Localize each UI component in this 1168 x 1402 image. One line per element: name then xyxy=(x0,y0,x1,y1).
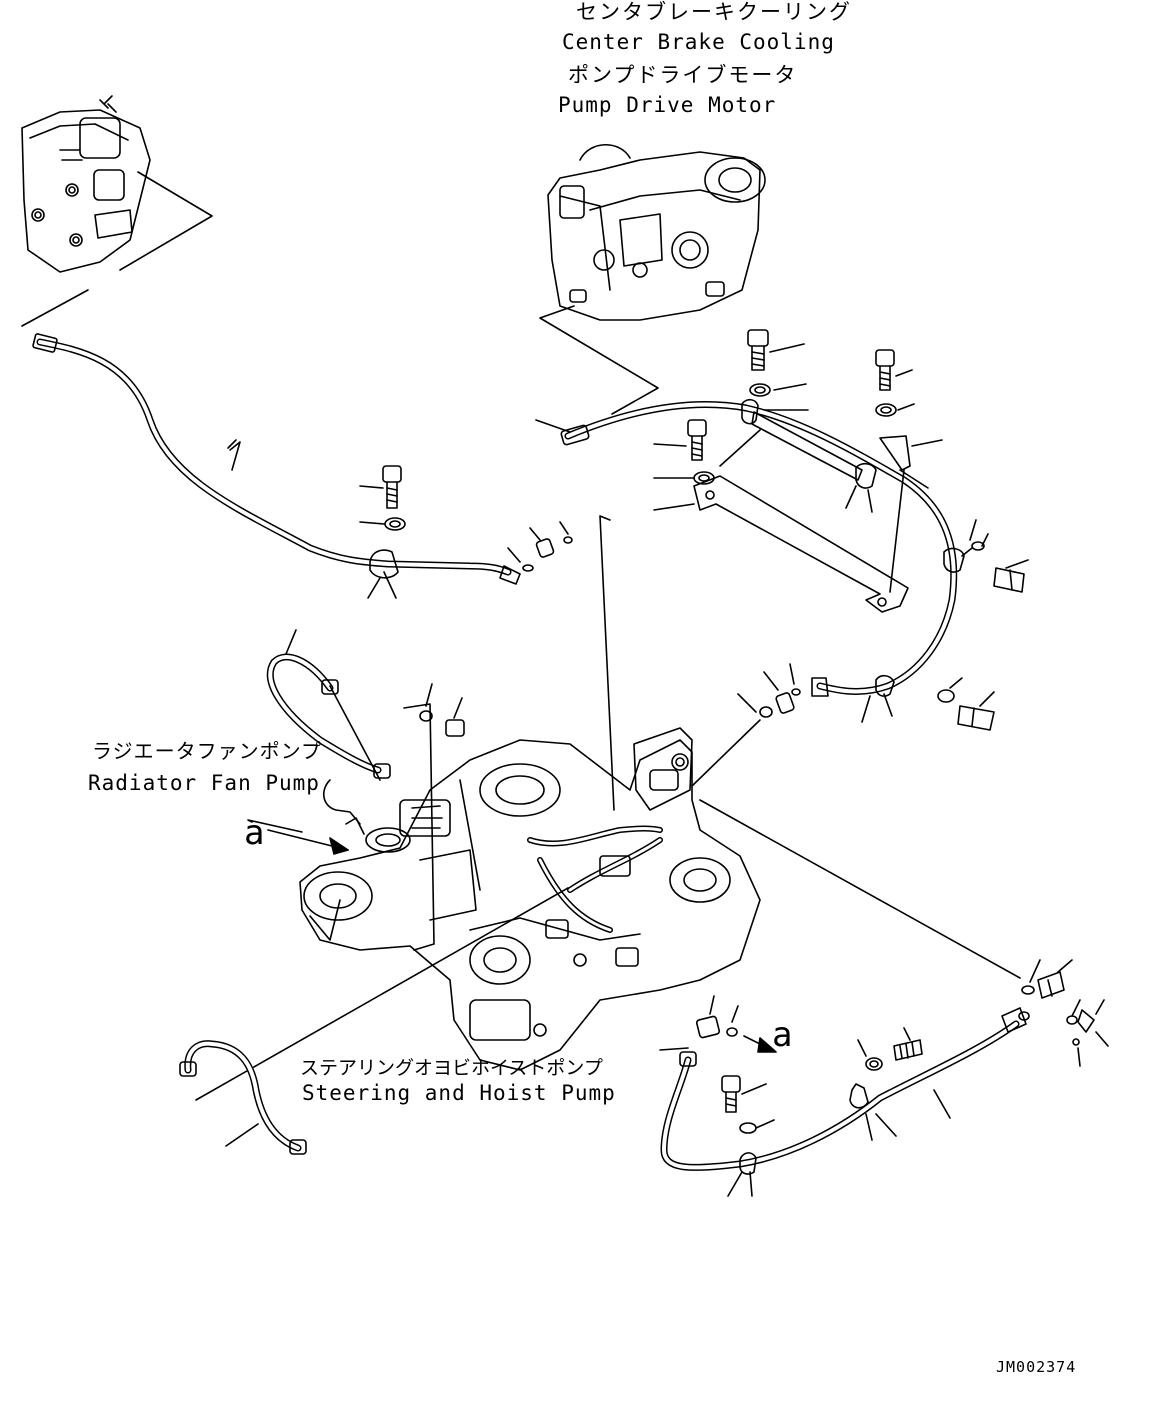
mounting-plate-assembly xyxy=(21,95,213,273)
leader-line xyxy=(599,515,615,811)
reference-arrow-a-left xyxy=(267,829,349,855)
left-hose-fitting xyxy=(507,521,573,572)
leader-line xyxy=(699,799,1021,979)
clamp-group-right xyxy=(741,398,965,697)
left-hose-clamp xyxy=(367,549,399,599)
drawing-code-label: JM002374 xyxy=(996,1358,1076,1376)
upper-right-hose xyxy=(535,401,958,697)
pump-drive-motor-jp-label: ポンプドライブモータ xyxy=(568,63,797,87)
pump-drive-motor xyxy=(539,144,766,415)
reference-arrow-a-right xyxy=(743,1035,777,1053)
radiator-fan-pump-jp-label: ラジエータファンポンプ xyxy=(92,739,322,763)
leader-line xyxy=(691,719,761,787)
center-brake-cooling-en-label: Center Brake Cooling xyxy=(562,30,835,54)
pump-drive-motor-en-label: Pump Drive Motor xyxy=(558,93,776,117)
radiator-fan-pump-en-label: Radiator Fan Pump xyxy=(88,771,320,795)
leader-line xyxy=(229,441,241,471)
leader-line xyxy=(247,819,303,833)
center-brake-cooling-jp-label: センタブレーキクーリング xyxy=(576,0,852,24)
lower-right-bolts xyxy=(721,1027,951,1197)
bolt-upper-left xyxy=(359,465,406,531)
upper-left-hose xyxy=(32,333,521,585)
leader-line xyxy=(21,289,89,327)
steering-hoist-pump-en-label: Steering and Hoist Pump xyxy=(302,1081,616,1105)
main-pump-assembly xyxy=(299,727,761,1071)
lower-left-hose xyxy=(179,1040,307,1155)
steering-hoist-pump-jp-label: ステアリングオヨビホイストポンプ xyxy=(300,1057,603,1079)
reference-a-right-label: a xyxy=(772,1015,792,1055)
leader-line xyxy=(195,887,569,1101)
bracket-bar xyxy=(693,411,929,613)
lower-right-fittings xyxy=(695,959,1109,1067)
reference-a-left-label: a xyxy=(244,813,264,853)
radiator-fan-hose xyxy=(266,629,391,781)
lower-right-hose xyxy=(659,1007,1030,1171)
radiator-fittings xyxy=(403,683,465,951)
bolts-washers-right xyxy=(653,329,1029,731)
